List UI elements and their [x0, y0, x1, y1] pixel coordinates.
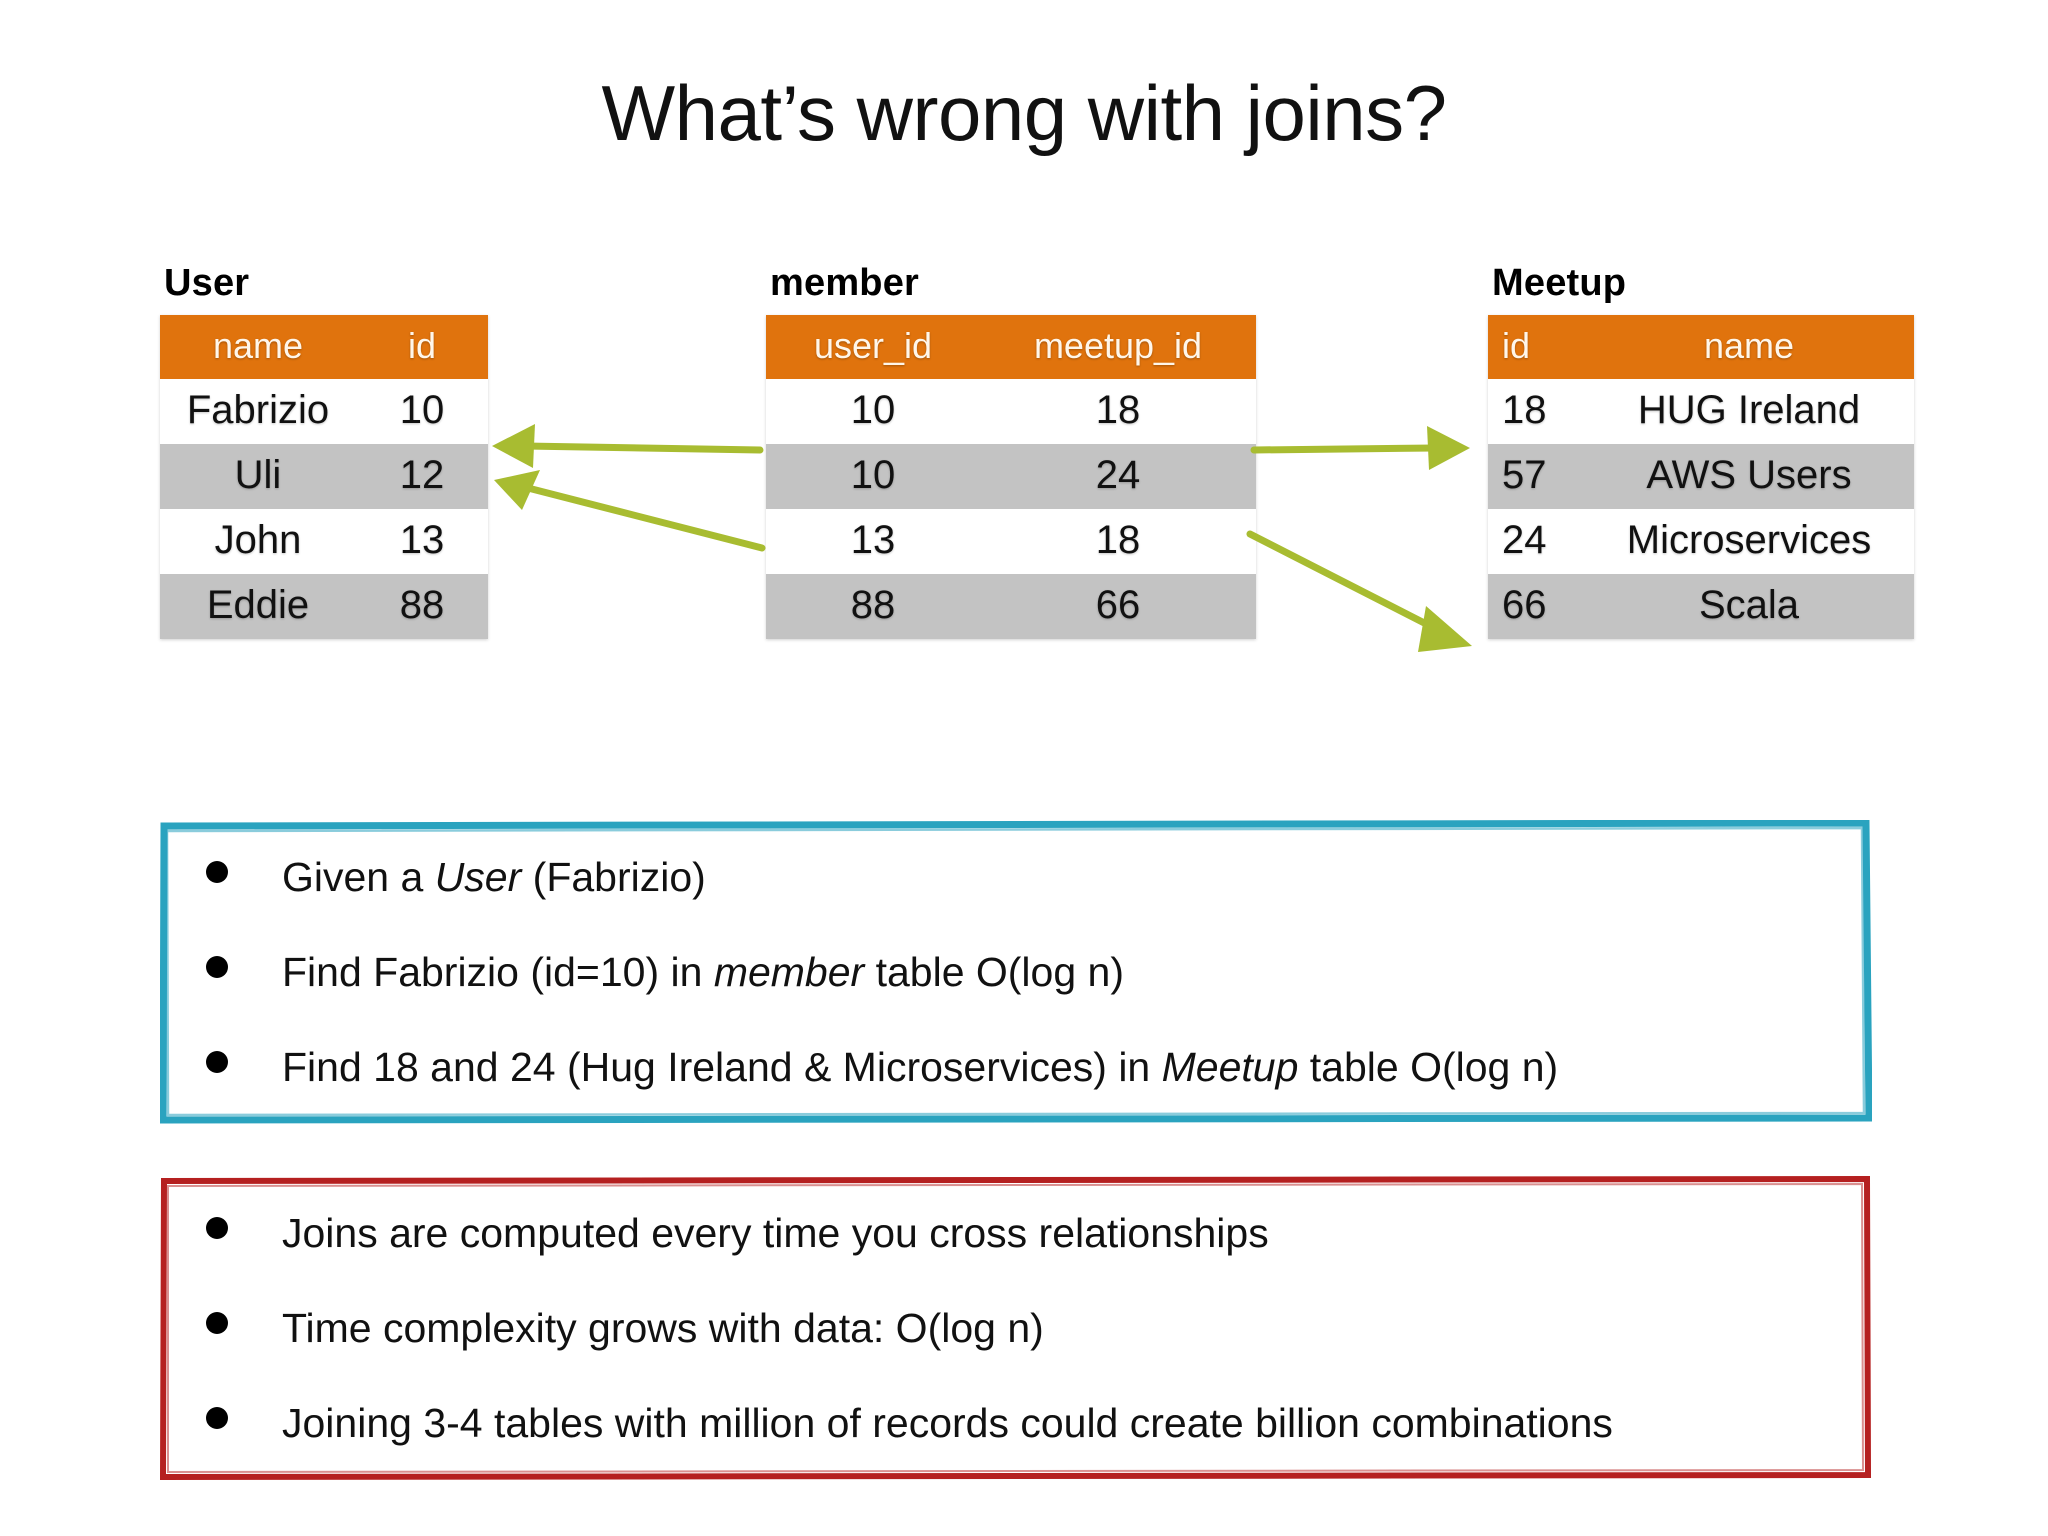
bullet-dot-icon [206, 1217, 228, 1239]
cell-name: AWS Users [1584, 444, 1914, 509]
bullet-dot-icon [206, 861, 228, 883]
bullet-dot-icon [206, 1312, 228, 1335]
cell-id: 12 [356, 444, 488, 509]
cell-meetup-id: 24 [980, 444, 1256, 509]
column-header-name: name [1584, 315, 1914, 379]
cell-meetup-id: 18 [980, 509, 1256, 574]
bullet-dot-icon [206, 1051, 228, 1074]
cell-id: 10 [356, 379, 488, 444]
table-row: 57 AWS Users [1488, 444, 1914, 509]
steps-callout-box: Given a User (Fabrizio) Find Fabrizio (i… [160, 820, 1872, 1124]
cell-user-id: 88 [766, 574, 980, 639]
cell-id: 88 [356, 574, 488, 639]
cell-name: Uli [160, 444, 356, 509]
list-item: Find Fabrizio (id=10) in member table O(… [160, 949, 1872, 996]
cell-meetup-id: 18 [980, 379, 1256, 444]
table-row: 66 Scala [1488, 574, 1914, 639]
bullet-dot-icon [206, 956, 228, 979]
meetup-table-block: Meetup id name 18 HUG Ireland 57 AWS Use… [1488, 262, 1914, 639]
table-row: Eddie 88 [160, 574, 488, 639]
cell-name: HUG Ireland [1584, 379, 1914, 444]
cell-user-id: 10 [766, 444, 980, 509]
table-row: 10 18 [766, 379, 1256, 444]
page-title: What’s wrong with joins? [601, 69, 1447, 157]
table-header-row: user_id meetup_id [766, 315, 1256, 379]
table-row: 13 18 [766, 509, 1256, 574]
table-row: 10 24 [766, 444, 1256, 509]
cell-name: John [160, 509, 356, 574]
table-row: 18 HUG Ireland [1488, 379, 1914, 444]
arrow-member-row2-to-user-fabrizio [494, 470, 766, 552]
list-item: Find 18 and 24 (Hug Ireland & Microservi… [160, 1044, 1872, 1091]
cell-id: 66 [1488, 574, 1584, 639]
table-header-row: id name [1488, 315, 1914, 379]
cell-id: 18 [1488, 379, 1584, 444]
bullet-dot-icon [206, 1407, 228, 1430]
arrow-member-row1-to-meetup-18 [1250, 426, 1470, 470]
bullet-text: Given a User (Fabrizio) [282, 854, 706, 900]
table-row: Fabrizio 10 [160, 379, 488, 444]
column-header-user-id: user_id [766, 315, 980, 379]
column-header-meetup-id: meetup_id [980, 315, 1256, 379]
cell-name: Eddie [160, 574, 356, 639]
user-table-caption: User [164, 262, 250, 304]
table-header-row: name id [160, 315, 488, 379]
member-table-block: member user_id meetup_id 10 18 10 24 13 … [766, 262, 1256, 639]
cell-id: 24 [1488, 509, 1584, 574]
cell-name: Microservices [1584, 509, 1914, 574]
column-header-name: name [160, 315, 356, 379]
member-table-caption: member [770, 262, 920, 304]
arrow-member-row2-to-meetup-24 [1246, 530, 1472, 652]
user-table: name id Fabrizio 10 Uli 12 John 13 Eddie… [160, 315, 488, 639]
meetup-table-caption: Meetup [1492, 262, 1627, 304]
list-item: Time complexity grows with data: O(log n… [160, 1305, 1872, 1352]
member-table: user_id meetup_id 10 18 10 24 13 18 88 6… [766, 315, 1256, 639]
column-header-id: id [1488, 315, 1584, 379]
column-header-id: id [356, 315, 488, 379]
cell-id: 57 [1488, 444, 1584, 509]
cell-meetup-id: 66 [980, 574, 1256, 639]
bullet-text: Find 18 and 24 (Hug Ireland & Microservi… [282, 1044, 1559, 1091]
table-row: 88 66 [766, 574, 1256, 639]
bullet-text: Joining 3-4 tables with million of recor… [282, 1400, 1613, 1447]
cell-name: Fabrizio [160, 379, 356, 444]
list-item: Joining 3-4 tables with million of recor… [160, 1400, 1872, 1447]
list-item: Joins are computed every time you cross … [160, 1210, 1872, 1257]
cell-user-id: 13 [766, 509, 980, 574]
steps-bullet-list: Given a User (Fabrizio) Find Fabrizio (i… [160, 820, 1872, 1111]
cell-user-id: 10 [766, 379, 980, 444]
bullet-text: Joins are computed every time you cross … [282, 1210, 1269, 1256]
table-row: 24 Microservices [1488, 509, 1914, 574]
table-row: Uli 12 [160, 444, 488, 509]
arrow-member-row1-to-user-fabrizio [492, 424, 764, 468]
problems-bullet-list: Joins are computed every time you cross … [160, 1176, 1872, 1467]
table-row: John 13 [160, 509, 488, 574]
bullet-text: Time complexity grows with data: O(log n… [282, 1305, 1044, 1352]
problems-callout-box: Joins are computed every time you cross … [160, 1176, 1872, 1480]
meetup-table: id name 18 HUG Ireland 57 AWS Users 24 M… [1488, 315, 1914, 639]
list-item: Given a User (Fabrizio) [160, 854, 1872, 901]
bullet-text: Find Fabrizio (id=10) in member table O(… [282, 949, 1124, 996]
cell-id: 13 [356, 509, 488, 574]
user-table-block: User name id Fabrizio 10 Uli 12 John 13 … [160, 262, 488, 639]
cell-name: Scala [1584, 574, 1914, 639]
